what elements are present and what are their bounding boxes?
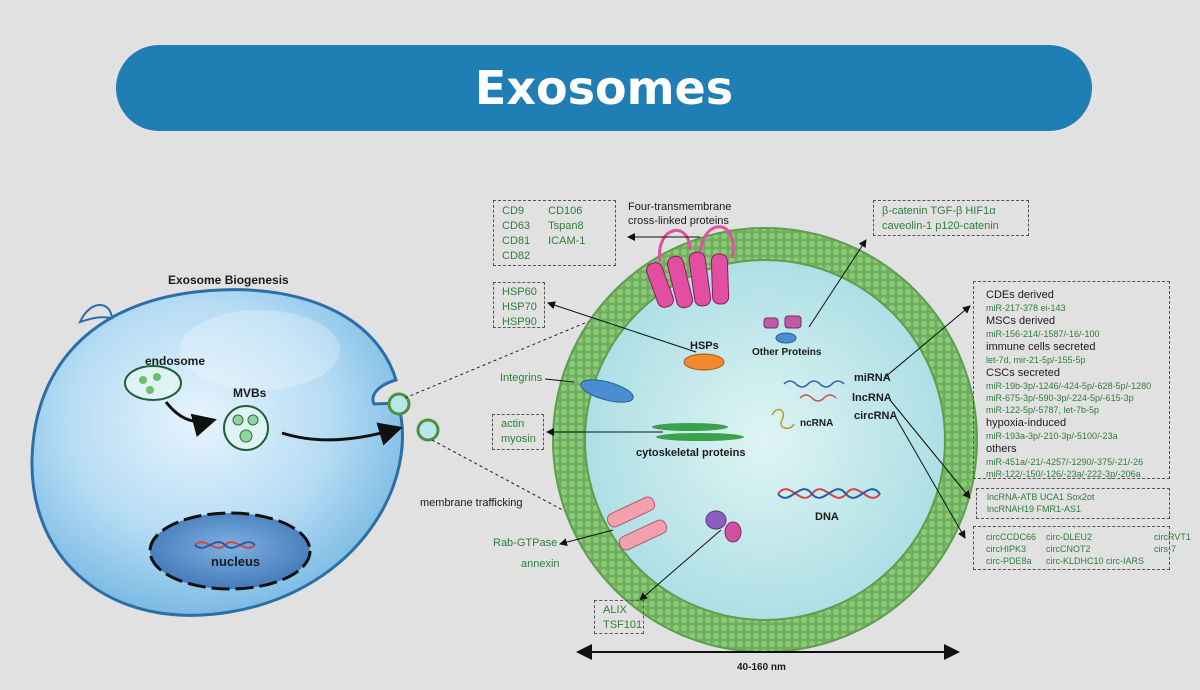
title-banner: Exosomes: [116, 45, 1092, 131]
other-proteins-shape: [763, 315, 802, 344]
mirna-group-hypoxia: hypoxia-induced: [986, 417, 1067, 429]
cd81: CD81: [502, 235, 531, 247]
cytoskeletal-shape: [652, 423, 744, 441]
hsp70: HSP70: [502, 301, 537, 313]
mirna-group-cdes: CDEs derived: [986, 289, 1054, 301]
size-label: 40-160 nm: [737, 662, 786, 673]
alix-box: ALIX TSF101: [594, 600, 644, 634]
mirna-group-mscs: MSCs derived: [986, 315, 1056, 327]
mirna-group-immune: immune cells secreted: [986, 341, 1096, 353]
endosome-label: endosome: [145, 354, 206, 368]
tsf101: TSF101: [603, 619, 643, 631]
lncrna-line1: lncRNA-ATB UCA1 Sox2ot: [987, 492, 1095, 502]
lncrna-box: lncRNA-ATB UCA1 Sox2ot lncRNAH19 FMR1-AS…: [976, 488, 1170, 519]
annexin-label: annexin: [521, 558, 560, 570]
tetraspanin-label: Four-transmembrane cross-linked proteins: [628, 201, 732, 227]
small-exosome-1: [387, 392, 411, 416]
mvbs-label: MVBs: [233, 386, 267, 400]
mvb: [223, 405, 269, 451]
other-proteins-label: Other Proteins: [752, 347, 822, 358]
hsp-protein: [683, 353, 725, 371]
tetraspanin-col2: CD106 Tspan8 ICAM-1: [548, 204, 585, 264]
icam-1: ICAM-1: [548, 235, 586, 247]
nucleus: [148, 511, 312, 591]
nucleus-label: nucleus: [211, 554, 261, 569]
mirna-label: miRNA: [854, 372, 891, 384]
cd9: CD9: [502, 205, 525, 217]
lncrna-label: lncRNA: [852, 392, 892, 404]
tetraspanin-col1: CD9 CD63 CD81 CD82: [502, 204, 530, 264]
integrin-protein: [580, 379, 634, 403]
alix: ALIX: [603, 604, 627, 616]
small-exosome-2: [416, 418, 440, 442]
ncrna-shape: [771, 380, 845, 430]
actin: actin: [501, 418, 525, 430]
cell: [30, 288, 404, 617]
tetraspanin-box: CD9 CD63 CD81 CD82 CD106 Tspan8 ICAM-1: [493, 200, 616, 266]
circrna-label: circRNA: [854, 410, 898, 422]
circrna-box: circCCDC66 circHIPK3 circ-PDE8a circ-DLE…: [973, 526, 1191, 570]
mirna-group-cscs: CSCs secreted: [986, 367, 1060, 379]
membrane-trafficking-label: membrane trafficking: [420, 497, 523, 509]
other-proteins-line1: β-catenin TGF-β HIF1α: [882, 205, 996, 217]
cytoskeletal-box: actin myosin: [492, 414, 544, 450]
tspan8: Tspan8: [548, 220, 584, 232]
hsp-box: HSP60 HSP70 HSP90: [493, 282, 545, 328]
dna-helix: [777, 488, 881, 499]
tetraspanin-proteins: [646, 225, 735, 309]
page-title: Exosomes: [474, 61, 734, 115]
cd106: CD106: [548, 205, 583, 217]
other-proteins-box: β-catenin TGF-β HIF1α caveolin-1 p120-ca…: [873, 200, 1029, 236]
hsp90: HSP90: [502, 316, 537, 328]
myosin: myosin: [501, 433, 536, 445]
exosome-vesicle: [552, 227, 978, 653]
ncrna-label: ncRNA: [800, 418, 834, 429]
endosome-arrow: [164, 401, 217, 437]
rab-gtpase-label: Rab-GTPase: [493, 537, 558, 549]
mirna-group-others: others: [986, 443, 1017, 455]
rab-gtpase-channel: [606, 496, 668, 551]
cd63: CD63: [502, 220, 531, 232]
alix-shape: [705, 510, 742, 543]
mvb-arrow: [281, 422, 403, 446]
other-proteins-line2: caveolin-1 p120-catenin: [882, 220, 999, 232]
lncrna-line2: lncRNAH19 FMR1-AS1: [987, 504, 1082, 514]
cytoskeletal-label: cytoskeletal proteins: [636, 447, 746, 459]
hsp60: HSP60: [502, 286, 537, 298]
hsps-label: HSPs: [690, 340, 719, 352]
biogenesis-title: Exosome Biogenesis: [168, 273, 289, 287]
mirna-box: CDEs derived miR-217-378 ei-143 MSCs der…: [973, 281, 1170, 479]
endosome: [124, 365, 182, 401]
dna-label: DNA: [815, 511, 839, 523]
cd82: CD82: [502, 250, 531, 262]
integrins-label: Integrins: [500, 372, 543, 384]
